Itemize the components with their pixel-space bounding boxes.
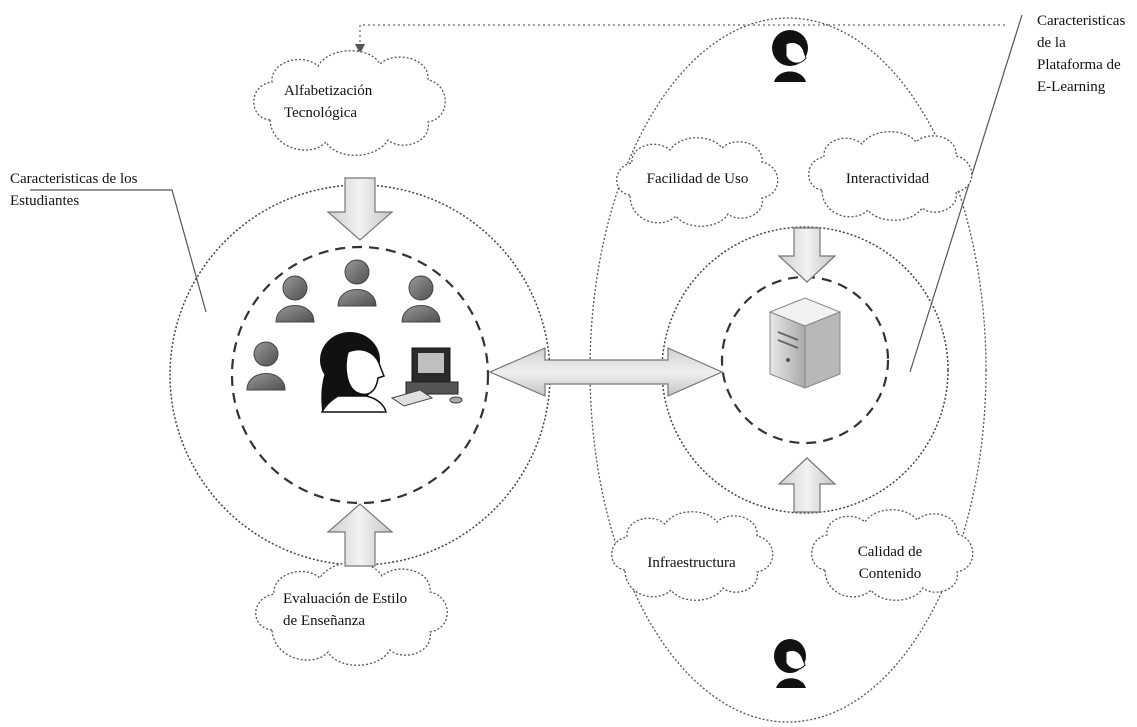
students-annotation-leader	[30, 189, 207, 313]
person-icon	[337, 259, 377, 307]
cloud-calidad-label: Calidad de Contenido	[857, 544, 923, 582]
cloud-calidad	[811, 509, 974, 601]
arrow-down-left	[326, 177, 394, 241]
cloud-evaluacion	[255, 562, 448, 666]
cloud-alfabetizacion	[253, 50, 446, 156]
person-icon	[401, 275, 441, 323]
cloud-facilidad-label: Facilidad de Uso	[646, 171, 749, 187]
arrow-up-left	[326, 503, 394, 567]
cloud-facilidad	[616, 137, 779, 227]
person-icon	[275, 275, 315, 323]
cloud-interactividad	[808, 131, 973, 221]
top-person-icon	[772, 30, 808, 82]
cloud-evaluacion-label: Evaluación de Estilo de Enseñanza	[283, 591, 408, 629]
person-group-icon	[246, 259, 441, 391]
platform-annotation-leader	[909, 14, 1023, 373]
double-arrow-link	[488, 347, 724, 397]
bottom-person-icon	[774, 639, 806, 688]
platform-annotation: Caracteristicas de la Plataforma de E-Le…	[1037, 13, 1126, 95]
arrow-up-right	[777, 457, 837, 513]
students-annotation: Caracteristicas de los Estudiantes	[10, 171, 138, 209]
students-inner-circle	[230, 245, 490, 505]
dotted-connector-arrowhead	[355, 44, 365, 54]
arrow-down-right	[777, 227, 837, 283]
cloud-infraestructura	[611, 511, 774, 601]
cloud-infraestructura-label: Infraestructura	[647, 555, 736, 571]
person-icon	[246, 341, 286, 391]
cloud-alfabetizacion-label: Alfabetización Tecnológica	[284, 83, 373, 121]
computer-icon	[390, 347, 463, 407]
teacher-icon	[320, 332, 387, 413]
dotted-connector	[359, 24, 1005, 45]
server-icon	[768, 297, 842, 389]
platform-inner-circle	[720, 275, 890, 445]
cloud-interactividad-label: Interactividad	[845, 171, 930, 187]
